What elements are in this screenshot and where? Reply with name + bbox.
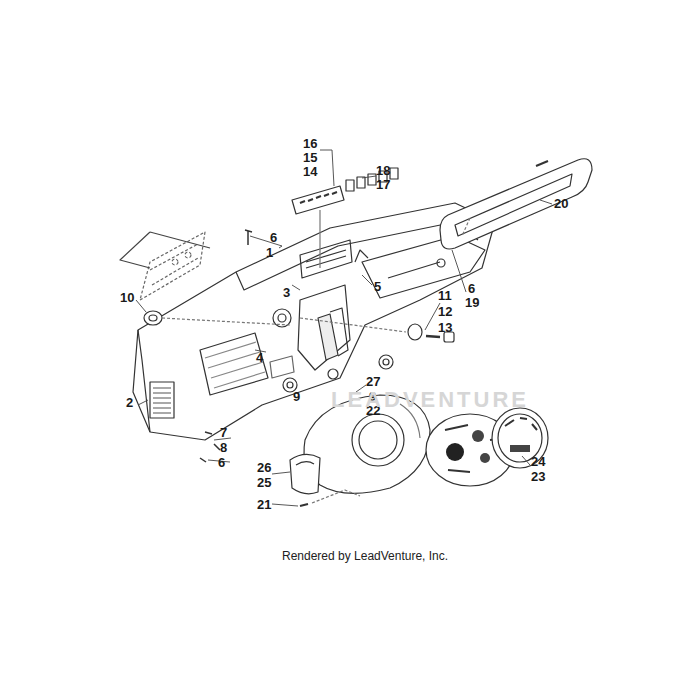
callout-number: 17 — [376, 178, 390, 191]
callout-number: 12 — [438, 305, 452, 318]
watermark: LEADVENTURE — [331, 389, 529, 411]
callout-number: 11 — [438, 289, 452, 302]
callout-number: 6 — [270, 231, 277, 244]
callout-number: 2 — [126, 396, 133, 409]
callout-number: 19 — [465, 296, 479, 309]
callout-number: 16 — [303, 137, 317, 150]
callout-number: 23 — [531, 470, 545, 483]
callout-number: 21 — [257, 498, 271, 511]
callout-number: 6 — [218, 456, 225, 469]
callout-number: 20 — [554, 197, 568, 210]
callout-number: 14 — [303, 165, 317, 178]
callout-number: 7 — [220, 426, 227, 439]
callout-number: 25 — [257, 476, 271, 489]
callout-number: 26 — [257, 461, 271, 474]
caption: Rendered by LeadVenture, Inc. — [282, 549, 448, 563]
callout-number: 24 — [531, 455, 545, 468]
callout-number: 13 — [438, 321, 452, 334]
callout-number: 18 — [376, 164, 390, 177]
callout-number: 15 — [303, 151, 317, 164]
callout-number: 27 — [366, 375, 380, 388]
callout-number: 6 — [468, 282, 475, 295]
callout-number: 8 — [220, 441, 227, 454]
callout-number: 1 — [266, 246, 273, 259]
callout-number: 4 — [256, 351, 263, 364]
callout-number: 10 — [120, 291, 134, 304]
callout-number: 3 — [283, 286, 290, 299]
callout-number: 9 — [293, 390, 300, 403]
callout-number: 5 — [374, 280, 381, 293]
